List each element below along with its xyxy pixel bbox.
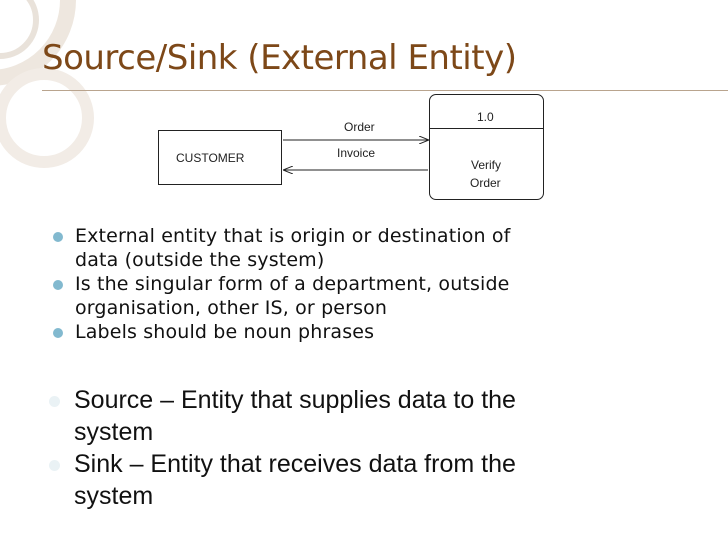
process-box bbox=[429, 94, 544, 200]
external-entity-box bbox=[158, 130, 282, 185]
title-divider bbox=[42, 90, 728, 91]
definition-item-sink: Sink – Entity that receives data from th… bbox=[48, 448, 668, 512]
definition-text-line1: Sink – Entity that receives data from th… bbox=[74, 450, 516, 478]
bullet-dot-icon bbox=[53, 328, 63, 338]
process-divider bbox=[429, 128, 544, 129]
definition-text-line2: system bbox=[74, 418, 154, 446]
flow-invoice-label: Invoice bbox=[337, 146, 376, 160]
bullet-text-line1: Labels should be noun phrases bbox=[75, 321, 375, 343]
slide-title: Source/Sink (External Entity) bbox=[42, 38, 517, 78]
process-id: 1.0 bbox=[477, 110, 494, 124]
bullet-list: External entity that is origin or destin… bbox=[48, 224, 608, 344]
definition-list: Source – Entity that supplies data to th… bbox=[48, 384, 668, 512]
bullet-item: External entity that is origin or destin… bbox=[48, 224, 608, 272]
definition-text-line1: Source – Entity that supplies data to th… bbox=[74, 386, 516, 414]
bullet-item: Labels should be noun phrases bbox=[48, 320, 608, 344]
process-label-line2: Order bbox=[470, 176, 501, 190]
definition-item-source: Source – Entity that supplies data to th… bbox=[48, 384, 668, 448]
decor-ring-inner bbox=[0, 0, 39, 59]
bullet-dot-icon bbox=[49, 396, 60, 407]
bullet-item: Is the singular form of a department, ou… bbox=[48, 272, 608, 320]
decor-ring-small bbox=[0, 68, 94, 168]
bullet-dot-icon bbox=[53, 232, 63, 242]
definition-text-line2: system bbox=[74, 482, 154, 510]
bullet-text-line2: data (outside the system) bbox=[75, 249, 325, 271]
bullet-dot-icon bbox=[49, 460, 60, 471]
flow-order-label: Order bbox=[344, 120, 375, 134]
process-label-line1: Verify bbox=[471, 158, 502, 172]
bullet-text-line1: External entity that is origin or destin… bbox=[75, 225, 511, 247]
bullet-text-line1: Is the singular form of a department, ou… bbox=[75, 273, 510, 295]
bullet-text-line2: organisation, other IS, or person bbox=[75, 297, 388, 319]
bullet-dot-icon bbox=[53, 280, 63, 290]
external-entity-label: CUSTOMER bbox=[176, 151, 245, 165]
